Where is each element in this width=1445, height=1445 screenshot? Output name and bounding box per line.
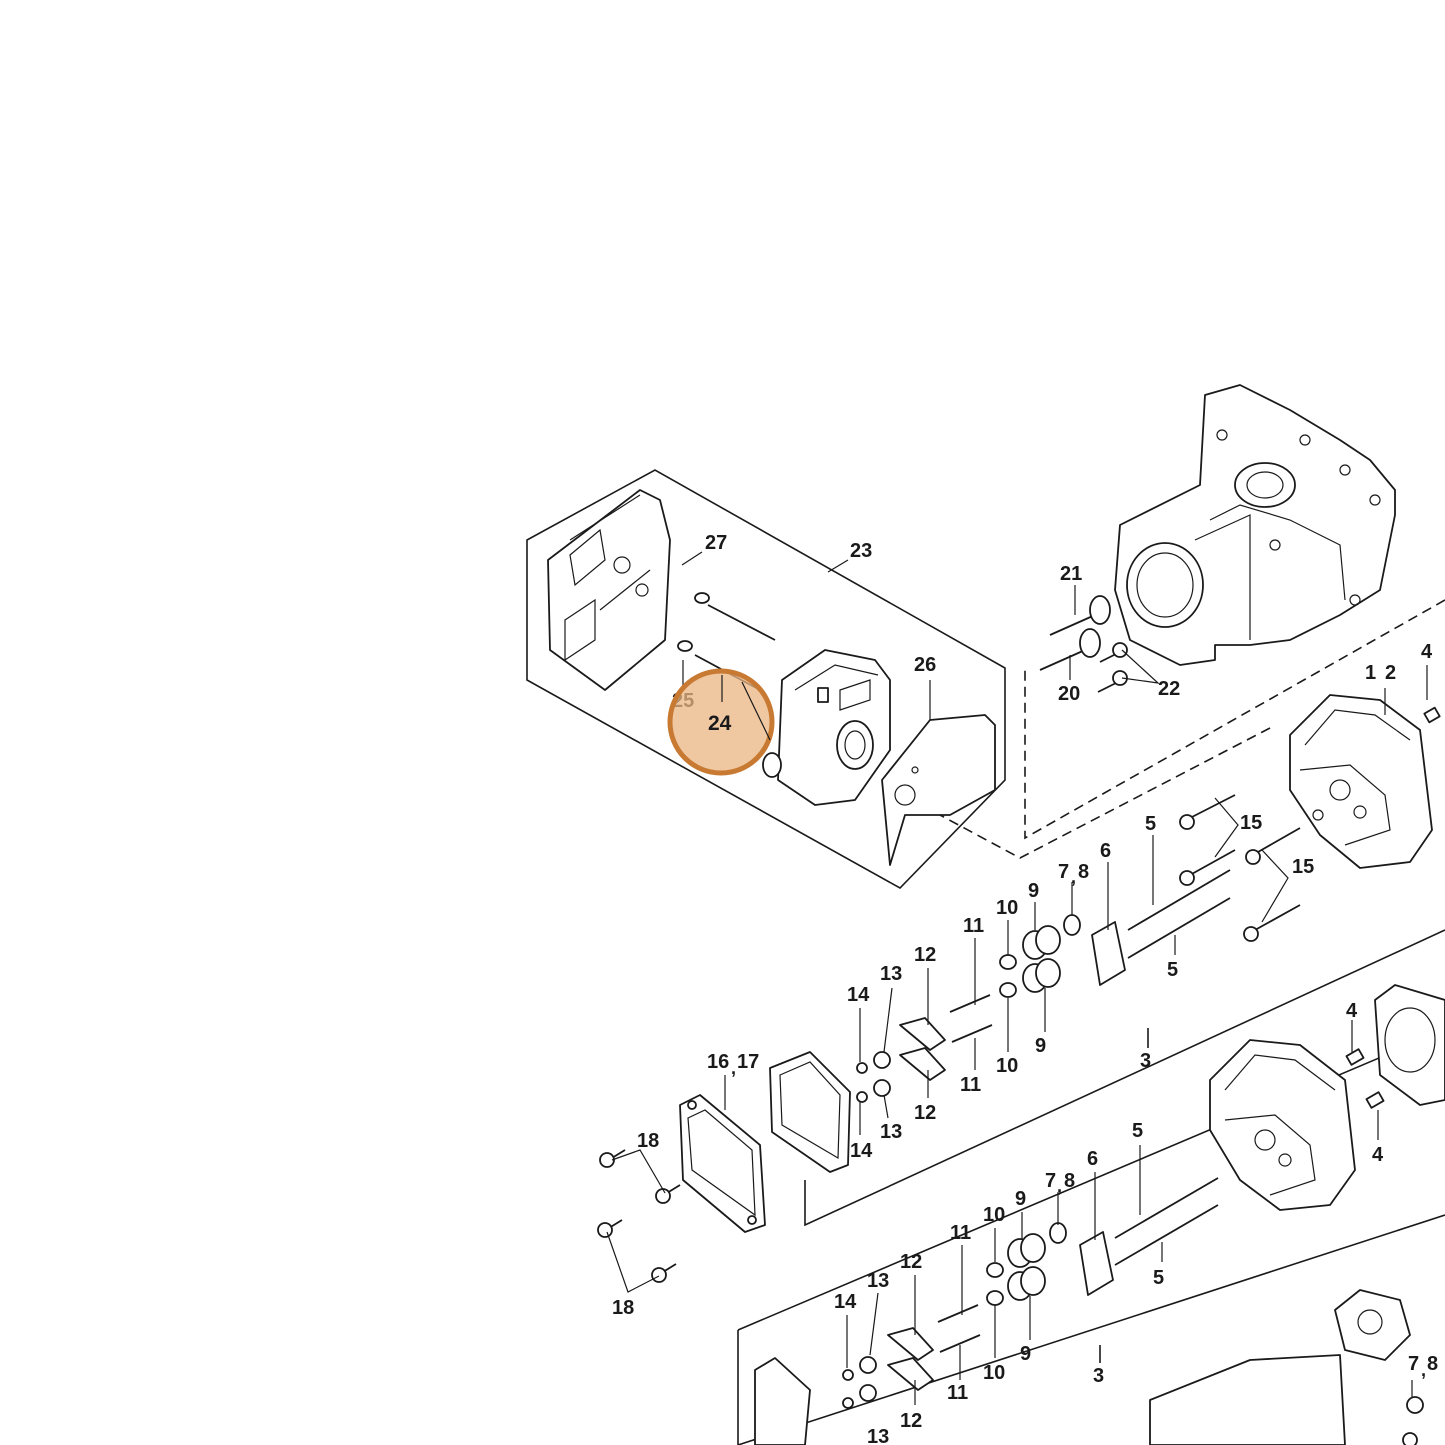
callout-12[interactable]: 12 — [900, 1410, 922, 1432]
callout-22[interactable]: 22 — [1158, 678, 1180, 700]
callout-11[interactable]: 11 — [947, 1382, 968, 1404]
valve-cover-gasket — [769, 1051, 851, 1173]
callout-24[interactable]: 24 — [708, 712, 732, 735]
callout-8[interactable]: 8 — [1064, 1170, 1075, 1192]
callout-13[interactable]: 13 — [867, 1270, 889, 1292]
svg-text:,: , — [1057, 1176, 1062, 1196]
callout-8[interactable]: 8 — [1078, 861, 1089, 883]
svg-text:,: , — [1071, 867, 1076, 887]
callout-3[interactable]: 3 — [1140, 1050, 1151, 1072]
callout-13[interactable]: 13 — [867, 1426, 889, 1445]
leader-lines — [606, 551, 1428, 1405]
pushrods-set-1 — [856, 869, 1231, 1103]
callout-3[interactable]: 3 — [1093, 1365, 1104, 1387]
callout-18[interactable]: 18 — [612, 1297, 634, 1319]
callout-17[interactable]: 17 — [737, 1051, 759, 1073]
valve-cover — [679, 1094, 766, 1233]
callout-8[interactable]: 8 — [1427, 1353, 1438, 1375]
callout-5[interactable]: 5 — [1167, 959, 1178, 981]
dowels-lower — [1345, 1048, 1385, 1109]
cover-bolts-18 — [597, 1149, 681, 1283]
highlight-marker-24[interactable]: 24 — [667, 668, 775, 776]
callout-14[interactable]: 14 — [850, 1140, 873, 1162]
callout-4[interactable]: 4 — [1346, 1000, 1358, 1022]
muffler-studs — [677, 592, 776, 691]
muffler-body — [762, 649, 891, 806]
callout-2[interactable]: 2 — [1385, 662, 1396, 684]
pushrods-set-2 — [842, 1177, 1219, 1409]
callout-9[interactable]: 9 — [1015, 1188, 1026, 1210]
callout-16[interactable]: 16 — [707, 1051, 729, 1073]
callout-15[interactable]: 15 — [1240, 812, 1262, 834]
lower-parts — [754, 1289, 1424, 1445]
callout-14[interactable]: 14 — [834, 1291, 857, 1313]
callout-9[interactable]: 9 — [1020, 1343, 1031, 1365]
callout-10[interactable]: 10 — [983, 1362, 1005, 1384]
callout-separators: , , , , — [731, 867, 1426, 1380]
svg-text:,: , — [1421, 1360, 1426, 1380]
callout-10[interactable]: 10 — [996, 1055, 1018, 1077]
heat-shield-27 — [547, 489, 671, 691]
valves — [1039, 595, 1128, 693]
callout-1[interactable]: 1 — [1365, 662, 1376, 684]
callout-5[interactable]: 5 — [1132, 1120, 1143, 1142]
callout-12[interactable]: 12 — [900, 1251, 922, 1273]
head-bolts-15 — [1179, 794, 1301, 942]
callout-18[interactable]: 18 — [637, 1130, 659, 1152]
callout-4[interactable]: 4 — [1372, 1144, 1384, 1166]
callout-5[interactable]: 5 — [1153, 1267, 1164, 1289]
muffler-group-frame — [526, 469, 1006, 889]
crankcase-block — [1114, 384, 1396, 666]
callout-20[interactable]: 20 — [1058, 683, 1080, 705]
cylinder-head-frame-1 — [804, 929, 1445, 1227]
callout-15[interactable]: 15 — [1292, 856, 1314, 878]
callout-13[interactable]: 13 — [880, 963, 902, 985]
callout-23[interactable]: 23 — [850, 540, 872, 562]
gasket-26 — [881, 714, 996, 866]
head-gasket-lower — [1374, 984, 1445, 1106]
cylinder-head-lower — [1209, 1039, 1356, 1211]
callout-27[interactable]: 27 — [705, 532, 727, 554]
callout-labels: 27 23 26 25 21 20 22 1 2 4 5 15 15 6 7 8… — [612, 532, 1438, 1445]
callout-5[interactable]: 5 — [1145, 813, 1156, 835]
callout-9[interactable]: 9 — [1035, 1035, 1046, 1057]
callout-21[interactable]: 21 — [1060, 563, 1082, 585]
callout-7[interactable]: 7 — [1058, 861, 1069, 883]
callout-11[interactable]: 11 — [960, 1074, 981, 1096]
callout-7[interactable]: 7 — [1045, 1170, 1056, 1192]
callout-6[interactable]: 6 — [1100, 840, 1111, 862]
callout-11[interactable]: 11 — [963, 915, 984, 937]
callout-11[interactable]: 11 — [950, 1222, 971, 1244]
cylinder-head-upper — [1289, 694, 1441, 869]
callout-10[interactable]: 10 — [996, 897, 1018, 919]
callout-7[interactable]: 7 — [1408, 1353, 1419, 1375]
callout-10[interactable]: 10 — [983, 1204, 1005, 1226]
callout-12[interactable]: 12 — [914, 1102, 936, 1124]
callout-4[interactable]: 4 — [1421, 641, 1433, 663]
callout-12[interactable]: 12 — [914, 944, 936, 966]
callout-13[interactable]: 13 — [880, 1121, 902, 1143]
callout-14[interactable]: 14 — [847, 984, 870, 1006]
callout-26[interactable]: 26 — [914, 654, 936, 676]
callout-6[interactable]: 6 — [1087, 1148, 1098, 1170]
cylinder-head-frame-dashed — [939, 599, 1445, 859]
callout-9[interactable]: 9 — [1028, 880, 1039, 902]
svg-text:,: , — [731, 1058, 736, 1078]
